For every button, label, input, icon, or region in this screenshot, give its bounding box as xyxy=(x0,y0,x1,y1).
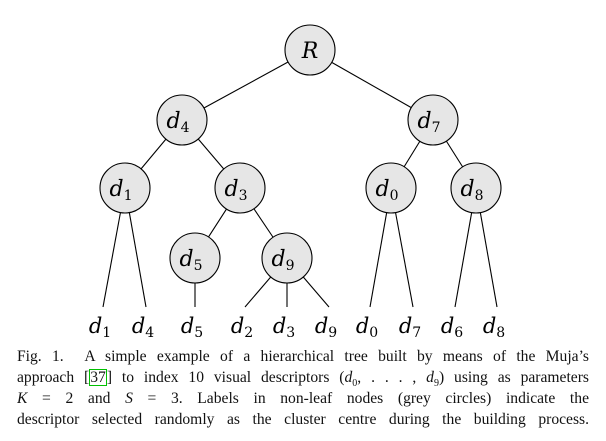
tree-edge xyxy=(403,140,421,168)
tree-edge xyxy=(140,138,167,170)
range-end: d9 xyxy=(426,369,439,388)
tree-node-d7: d7 xyxy=(407,94,459,146)
tree-edge xyxy=(203,61,289,109)
caption-text-3b: = 2 and xyxy=(27,390,126,407)
leaf-edge xyxy=(479,212,498,308)
tree-node-R: R xyxy=(284,24,336,76)
leaf-edge xyxy=(369,212,388,308)
leaf-label-d9: d9 xyxy=(315,314,337,341)
tree-edge xyxy=(208,208,227,238)
caption-text-3d: = 3. Labels in non-leaf nodes (grey circ… xyxy=(132,390,589,407)
figure-caption: Fig. 1. A simple example of a hierarchic… xyxy=(17,346,589,430)
range-ellipsis: , . . . , xyxy=(357,369,427,386)
leaf-label-d8: d8 xyxy=(483,314,505,341)
node-circle xyxy=(261,232,313,284)
tree-edge xyxy=(197,138,225,170)
node-circle xyxy=(284,24,336,76)
tree-nodes: Rd4 d7 d1 d3 d0 d8 d5 d9 xyxy=(99,24,502,284)
leaf-label-d6: d6 xyxy=(441,314,463,341)
figure-label: Fig. 1. xyxy=(17,348,64,365)
leaf-label-d2: d2 xyxy=(231,314,253,341)
tree-edge xyxy=(253,208,274,238)
leaf-label-d4: d4 xyxy=(132,314,154,341)
leaf-edge xyxy=(102,212,121,308)
leaf-edge xyxy=(244,276,272,308)
tree-node-d1: d1 xyxy=(99,162,151,214)
range-start: d0 xyxy=(344,369,358,388)
node-circle xyxy=(407,94,459,146)
node-circle xyxy=(99,162,151,214)
tree-node-d9: d9 xyxy=(261,232,313,284)
leaf-label-d5: d5 xyxy=(181,314,203,341)
node-circle xyxy=(450,162,502,214)
tree-leaves: d1 d4 d5 d2 d3 d9 d0 d7 d6 d8 xyxy=(89,314,505,341)
tree-edge xyxy=(445,140,464,168)
param-k: K xyxy=(17,390,28,407)
node-label: R xyxy=(301,39,319,64)
caption-line-1: Fig. 1. A simple example of a hierarchic… xyxy=(17,346,589,367)
caption-text-4: descriptor selected randomly as the clus… xyxy=(17,411,589,428)
tree-node-d5: d5 xyxy=(169,232,221,284)
caption-text-2a: approach [ xyxy=(17,369,90,386)
caption-text-2b: ] to index 10 visual descriptors ( xyxy=(106,369,345,386)
leaf-label-d3: d3 xyxy=(273,314,295,341)
leaf-label-d7: d7 xyxy=(399,314,421,341)
caption-line-2: approach [37] to index 10 visual descrip… xyxy=(17,367,589,388)
tree-node-d3: d3 xyxy=(214,162,266,214)
leaf-edge xyxy=(302,276,330,308)
leaf-label-d0: d0 xyxy=(356,314,378,341)
caption-line-3: K = 2 and S = 3. Labels in non-leaf node… xyxy=(17,388,589,409)
leaf-label-d1: d1 xyxy=(89,314,111,341)
tree-edges xyxy=(102,61,498,308)
leaf-edge xyxy=(395,212,414,308)
tree-node-d4: d4 xyxy=(156,94,208,146)
leaf-edge xyxy=(454,212,473,308)
param-s: S xyxy=(125,390,133,407)
caption-text-2c: ) using as parameters xyxy=(438,369,589,386)
caption-text-1: A simple example of a hierarchical tree … xyxy=(84,348,589,365)
citation-link[interactable]: 37 xyxy=(89,369,107,386)
node-circle xyxy=(365,162,417,214)
leaf-edge xyxy=(128,212,147,308)
tree-edge xyxy=(331,61,412,109)
tree-node-d8: d8 xyxy=(450,162,502,214)
caption-line-4: descriptor selected randomly as the clus… xyxy=(17,409,589,430)
node-circle xyxy=(214,162,266,214)
node-circle xyxy=(169,232,221,284)
node-circle xyxy=(156,94,208,146)
tree-node-d0: d0 xyxy=(365,162,417,214)
